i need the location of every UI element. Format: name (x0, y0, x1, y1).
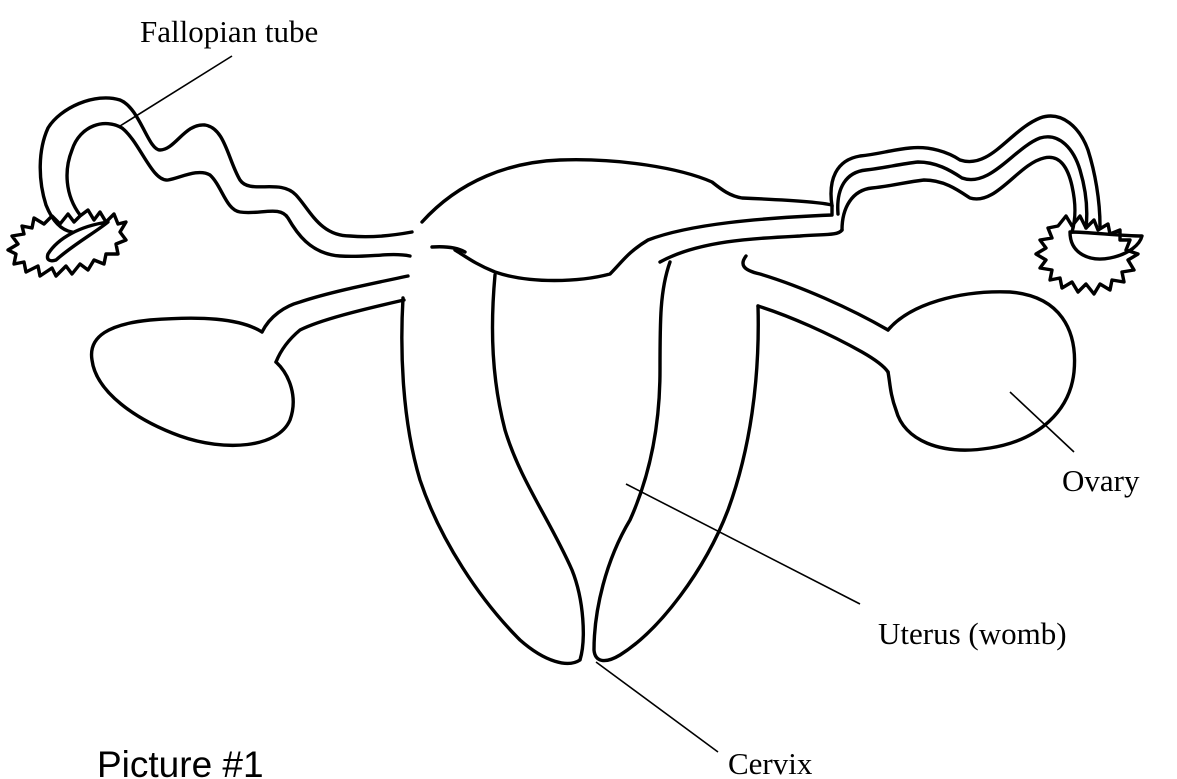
left-ovary (92, 318, 294, 445)
uterus-label: Uterus (womb) (878, 616, 1067, 651)
cervix-leader (596, 662, 718, 752)
cervix-label: Cervix (728, 746, 813, 779)
uterus-right-wall (594, 262, 758, 661)
ovary-label: Ovary (1062, 463, 1140, 498)
right-ovarian-ligament-lower (758, 306, 888, 372)
right-fallopian-tube-lower (660, 230, 842, 262)
left-fimbriae-opening (47, 222, 108, 261)
uterus-leader (626, 484, 860, 604)
left-ovarian-ligament-lower (276, 300, 404, 362)
uterus-left-wall (402, 275, 583, 663)
right-ovarian-ligament (743, 256, 888, 330)
fallopian-tube-label: Fallopian tube (140, 14, 318, 49)
right-fimbriae-opening (1070, 232, 1142, 259)
uterus-outer-outline (422, 160, 832, 281)
right-fallopian-tube-middle (838, 137, 1087, 228)
picture-caption: Picture #1 (97, 744, 264, 779)
fallopian-tube-leader (120, 56, 232, 126)
left-fimbriae (8, 210, 126, 276)
